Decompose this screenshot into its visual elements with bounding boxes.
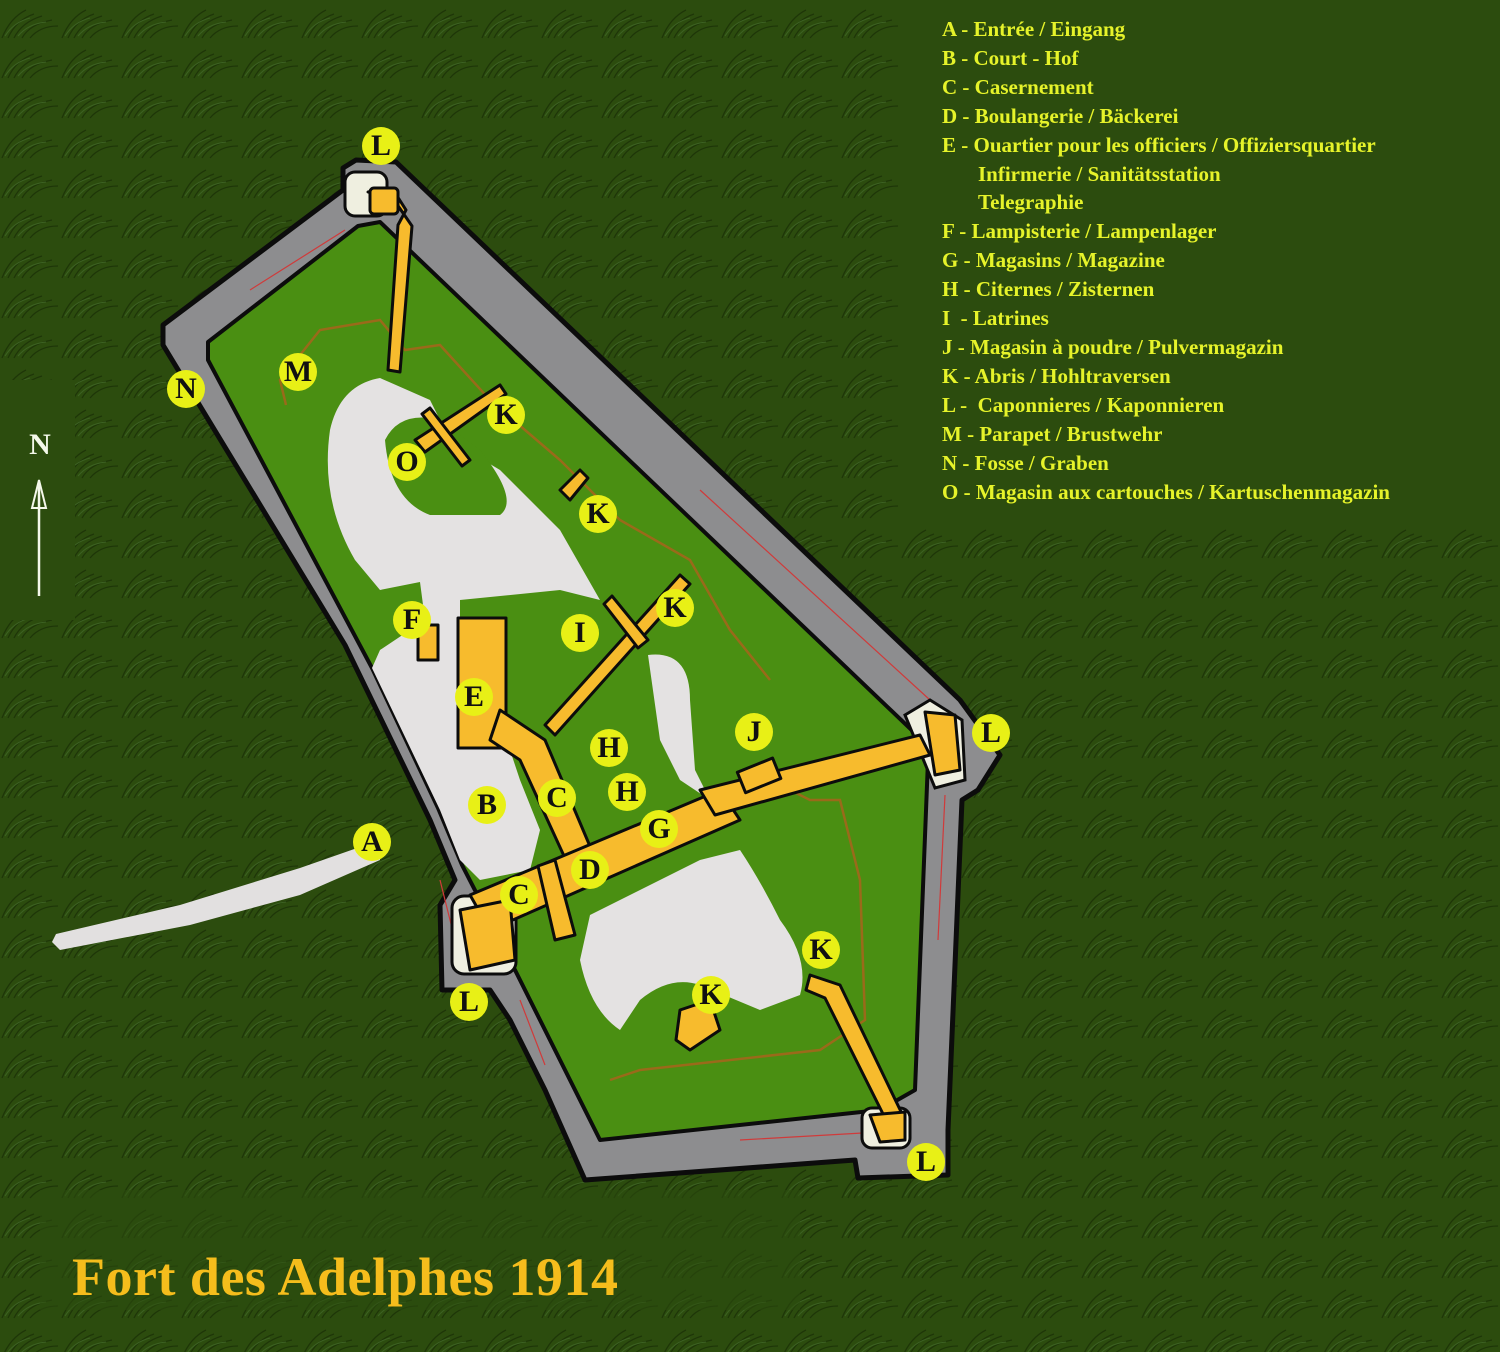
marker-k: K <box>656 589 694 627</box>
legend: A - Entrée / Eingang B - Court - Hof C -… <box>942 15 1390 506</box>
compass-label: N <box>29 428 51 461</box>
legend-item-m: M - Parapet / Brustwehr <box>942 421 1163 446</box>
legend-item-a: A - Entrée / Eingang <box>942 17 1126 41</box>
legend-item-d: D - Boulangerie / Bäckerei <box>942 103 1179 128</box>
legend-item-l: L - Caponnieres / Kaponnieren <box>942 392 1225 417</box>
legend-item-b: B - Court - Hof <box>942 45 1079 70</box>
marker-m: M <box>279 353 317 391</box>
marker-f: F <box>393 601 431 639</box>
legend-item-c: C - Casernement <box>942 74 1094 99</box>
legend-item-k: K - Abris / Hohltraversen <box>942 363 1171 388</box>
marker-l: L <box>907 1143 945 1181</box>
marker-c: C <box>538 779 576 817</box>
marker-e: E <box>455 678 493 716</box>
marker-l: L <box>450 983 488 1021</box>
entrance-road <box>52 840 380 950</box>
marker-d: D <box>571 851 609 889</box>
legend-item-n: N - Fosse / Graben <box>942 450 1109 475</box>
marker-k: K <box>579 495 617 533</box>
marker-l: L <box>972 714 1010 752</box>
marker-a: A <box>353 823 391 861</box>
legend-item-e: E - Ouartier pour les officiers / Offizi… <box>942 132 1376 157</box>
marker-h: H <box>608 773 646 811</box>
parapet-line <box>278 318 771 681</box>
legend-item-h: H - Citernes / Zisternen <box>942 277 1155 302</box>
marker-k: K <box>802 931 840 969</box>
marker-k: K <box>487 396 525 434</box>
marker-o: O <box>388 443 426 481</box>
marker-l: L <box>362 127 400 165</box>
marker-c: C <box>500 876 538 914</box>
legend-item-j: J - Magasin à poudre / Pulvermagazin <box>942 334 1284 359</box>
legend-item-o: O - Magasin aux cartouches / Kartuschenm… <box>942 479 1390 504</box>
legend-item-e-infirmary: Infirmerie / Sanitätsstation <box>978 161 1221 186</box>
legend-item-e-telegraph: Telegraphie <box>978 190 1084 215</box>
marker-i: I <box>561 614 599 652</box>
north-arrow-icon <box>30 479 48 596</box>
marker-b: B <box>468 786 506 824</box>
marker-j: J <box>735 713 773 751</box>
courtyard <box>327 378 600 880</box>
marker-g: G <box>640 810 678 848</box>
marker-n: N <box>167 370 205 408</box>
legend-item-f: F - Lampisterie / Lampenlager <box>942 219 1217 244</box>
marker-k: K <box>692 976 730 1014</box>
legend-item-g: G - Magasins / Magazine <box>942 248 1165 273</box>
marker-h: H <box>590 729 628 767</box>
legend-item-i: I - Latrines <box>942 306 1049 331</box>
map-title: Fort des Adelphes 1914 <box>72 1247 619 1307</box>
